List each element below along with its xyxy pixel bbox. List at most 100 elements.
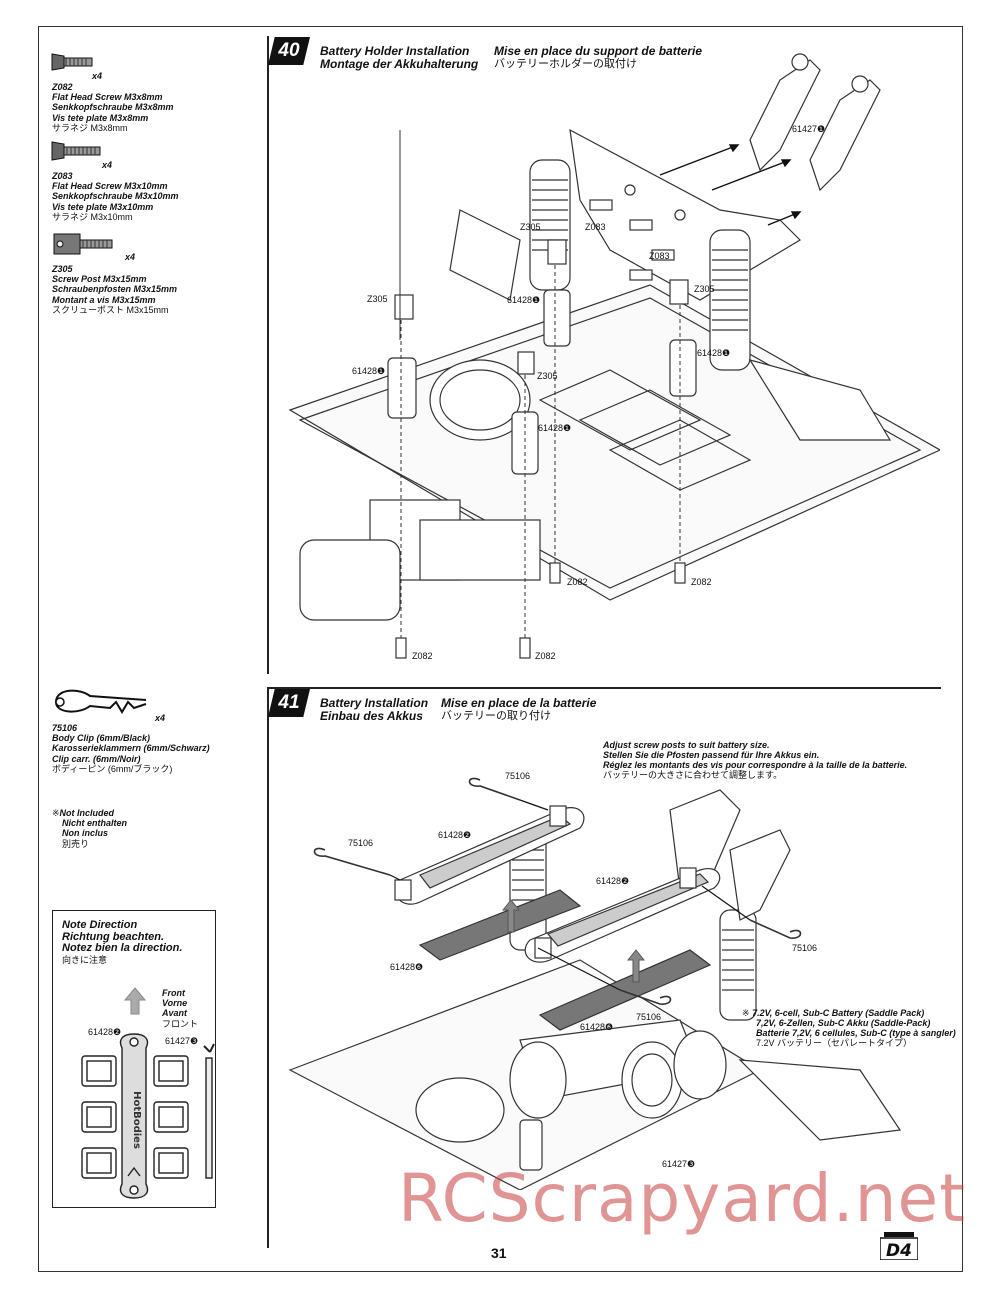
part-name-en: Body Clip (6mm/Black) xyxy=(52,733,151,744)
part-name-en: Flat Head Screw M3x10mm xyxy=(52,181,168,192)
page-frame xyxy=(38,26,963,1272)
adjust-note: Adjust screw posts to suit battery size.… xyxy=(603,740,907,780)
step40-title-left: Battery Holder Installation Montage der … xyxy=(320,45,478,71)
qty-z083: x4 xyxy=(102,160,113,170)
part-name-jp: スクリューポスト M3x15mm xyxy=(52,304,169,315)
label-holder-1: 61428❷ xyxy=(438,830,472,840)
label-clip-2: 75106 xyxy=(348,838,374,848)
part-name-de: Senkkopfschraube M3x8mm xyxy=(52,102,174,113)
section-divider-vertical-2 xyxy=(267,688,269,1248)
step40-title-fr: Mise en place du support de batterie xyxy=(494,44,703,58)
qty-z305: x4 xyxy=(125,252,136,262)
battery-en: 7.2V, 6-cell, Sub-C Battery (Saddle Pack… xyxy=(752,1008,925,1018)
part-name-fr: Vis tete plate M3x10mm xyxy=(52,201,154,212)
body-clip-icon xyxy=(55,689,147,714)
label-clip-1: 75106 xyxy=(505,771,531,781)
label-z083-a: Z083 xyxy=(585,222,606,232)
not-included-note: ※Not Included Nicht enthalten Non inclus… xyxy=(52,808,127,849)
part-z305: Z305 Screw Post M3x15mm Schraubenpfosten… xyxy=(52,264,177,315)
part-name-en: Screw Post M3x15mm xyxy=(52,274,147,285)
qty-z082: x4 xyxy=(92,71,103,81)
step-number-41: 41 xyxy=(268,689,310,717)
svg-text:D4: D4 xyxy=(886,1241,912,1260)
label-z082-a: Z082 xyxy=(567,577,588,587)
part-name-en: Flat Head Screw M3x8mm xyxy=(52,92,163,103)
up-arrow-icon xyxy=(124,987,146,1015)
note-direction-de: Richtung beachten. xyxy=(62,930,165,943)
step41-chassis-diagram xyxy=(288,777,902,1190)
front-fr: Avant xyxy=(162,1008,188,1019)
part-name-fr: Clip carr. (6mm/Noir) xyxy=(52,753,141,764)
label-z305-b: Z305 xyxy=(694,284,715,294)
part-name-fr: Vis tete plate M3x8mm xyxy=(52,112,149,123)
cyclone-d4-logo-icon: D4 xyxy=(880,1232,918,1260)
part-name-jp: サラネジ M3x10mm xyxy=(52,211,133,222)
label-z082-b: Z082 xyxy=(691,577,712,587)
page-number: 31 xyxy=(491,1245,507,1261)
label-61428-a: 61428❶ xyxy=(507,295,541,305)
part-name-de: Senkkopfschraube M3x10mm xyxy=(52,191,179,202)
label-61427: 61427❶ xyxy=(792,124,826,134)
label-pad-1: 61428❻ xyxy=(390,962,424,972)
svg-text:HotBodies: HotBodies xyxy=(131,1091,142,1149)
step40-title-jp: バッテリーホルダーの取付け xyxy=(494,58,637,70)
section-divider-vertical xyxy=(267,36,269,674)
step40-title-de: Montage der Akkuhalterung xyxy=(320,57,479,71)
step41-title-right: Mise en place de la batterie バッテリーの取り付け xyxy=(441,697,596,723)
front-label: Front Vorne Avant フロント xyxy=(162,988,198,1029)
label-61428-c: 61428❶ xyxy=(352,366,386,376)
part-name-de: Schraubenpfosten M3x15mm xyxy=(52,284,178,295)
part-z083: Z083 Flat Head Screw M3x10mm Senkkopfsch… xyxy=(52,171,179,222)
part-name-de: Karosserieklammern (6mm/Schwarz) xyxy=(52,743,210,754)
battery-de: 7,2V, 6-Zellen, Sub-C Akku (Saddle-Pack) xyxy=(756,1018,931,1028)
step-number-40: 40 xyxy=(268,37,310,65)
part-code: Z305 xyxy=(52,264,73,274)
adjust-en: Adjust screw posts to suit battery size. xyxy=(603,740,770,750)
not-included-de: Nicht enthalten xyxy=(62,818,128,829)
label-z305-c: Z305 xyxy=(367,294,388,304)
label-61428-d: 61428❶ xyxy=(538,423,572,433)
step40-chassis-diagram xyxy=(288,53,940,659)
label-clip-4: 75106 xyxy=(636,1012,662,1022)
step41-title-de: Einbau des Akkus xyxy=(320,709,423,723)
label-61428-b: 61428❶ xyxy=(697,348,731,358)
adjust-de: Stellen Sie die Pfosten passend für Ihre… xyxy=(603,750,820,760)
screw-post-z305-icon xyxy=(53,233,113,255)
note-direction-fr: Notez bien la direction. xyxy=(62,942,183,954)
label-clip-3: 75106 xyxy=(792,943,818,953)
note-direction-box xyxy=(52,910,216,1208)
label-z305-d: Z305 xyxy=(537,371,558,381)
adjust-jp: バッテリーの大きさに合わせて調整します。 xyxy=(603,770,783,780)
part-name-fr: Montant a vis M3x15mm xyxy=(52,294,156,305)
step40-title-right: Mise en place du support de batterie バッテ… xyxy=(494,45,702,71)
front-jp: フロント xyxy=(162,1018,199,1029)
battery-holder-diagram: HotBodies xyxy=(81,1033,215,1199)
part-75106: 75106 Body Clip (6mm/Black) Karosseriekl… xyxy=(52,723,210,774)
label-z082-d: Z082 xyxy=(535,651,556,661)
not-included-en: Not Included xyxy=(59,808,115,818)
label-z082-c: Z082 xyxy=(412,651,433,661)
step40-title-en: Battery Holder Installation xyxy=(320,44,470,58)
part-code: 75106 xyxy=(52,723,78,733)
note-direction-en: Note Direction xyxy=(62,919,138,931)
label-bracket: 61427❸ xyxy=(662,1159,696,1169)
label-z083-b: Z083 xyxy=(649,251,670,261)
front-en: Front xyxy=(162,988,185,998)
label-z305-a: Z305 xyxy=(520,222,541,232)
part-name-jp: ボディーピン (6mm/ブラック) xyxy=(52,763,173,774)
label-holder-2: 61428❷ xyxy=(596,876,630,886)
note-direction-jp: 向きに注意 xyxy=(62,954,108,965)
adjust-fr: Réglez les montants des vis pour corresp… xyxy=(603,760,908,770)
part-z082: Z082 Flat Head Screw M3x8mm Senkkopfschr… xyxy=(52,82,174,133)
reference-mark: ※ xyxy=(52,808,60,818)
flat-head-screw-z083-icon xyxy=(51,141,101,161)
battery-note: ※ 7.2V, 6-cell, Sub-C Battery (Saddle Pa… xyxy=(742,1008,956,1048)
step41-title-en: Battery Installation xyxy=(320,696,429,710)
part-code: Z082 xyxy=(52,82,73,92)
part-name-jp: サラネジ M3x8mm xyxy=(52,122,128,133)
note-direction-title: Note Direction Richtung beachten. Notez … xyxy=(62,919,183,966)
qty-75106: x4 xyxy=(155,713,166,723)
watermark-text: RCScrapyard.net xyxy=(398,1160,966,1237)
battery-jp: 7.2V バッテリー（セパレートタイプ） xyxy=(756,1038,913,1048)
battery-fr: Batterie 7,2V, 6 cellules, Sub-C (type à… xyxy=(756,1028,956,1038)
